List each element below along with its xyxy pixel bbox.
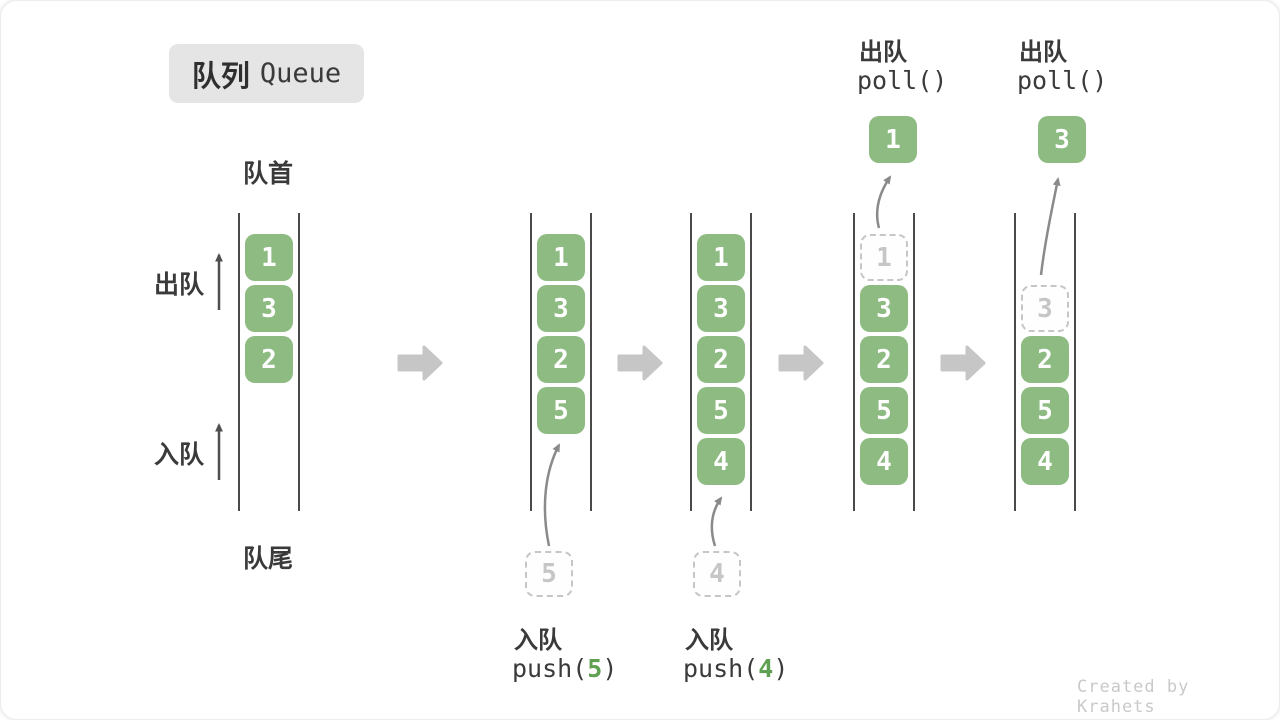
queue-slot: 3 [537,285,585,332]
enqueue-caption-5: 入队 [514,627,562,654]
queue-slot: 2 [860,336,908,383]
step-arrow-icon [617,345,663,381]
step-arrow-icon [397,345,443,381]
code-arg: 5 [587,654,603,683]
polled-box-1: 1 [869,116,917,163]
queue-slot: 2 [537,336,585,383]
code-text: push( [512,654,588,683]
poll-call-label-3: poll() [1017,66,1108,95]
title-english: Queue [259,58,342,89]
code-text: push( [683,654,759,683]
push-5-call-label: push(5) [512,654,617,683]
credit-watermark: Created by Krahets [1077,677,1190,717]
enqueue-caption-4: 入队 [685,627,733,654]
enqueue-side-label: 入队 [154,441,205,469]
title-badge: 队列 Queue [169,44,364,103]
queue-rear-label: 队尾 [243,545,294,573]
queue-slot: 3 [245,285,293,332]
queue-slot: 5 [537,387,585,434]
pending-enqueue-box-4: 4 [693,551,741,597]
dequeue-caption-1: 出队 [859,39,907,66]
queue-slot: 3 [860,285,908,332]
code-text: ) [602,654,618,683]
dequeue-side-label: 出队 [154,271,205,299]
queue-slot: 1 [697,234,745,281]
queue-slot: 3 [697,285,745,332]
poll-call-label-1: poll() [857,66,948,95]
push-4-call-label: push(4) [683,654,788,683]
pending-enqueue-box-5: 5 [525,551,573,597]
queue-front-label: 队首 [243,160,294,188]
queue-slot: 3 [1021,285,1069,332]
queue-slot: 2 [245,336,293,383]
queue-slot: 4 [860,438,908,485]
dequeue-caption-3: 出队 [1019,39,1067,66]
queue-slot: 2 [697,336,745,383]
queue-slot: 1 [860,234,908,281]
title-chinese: 队列 [191,60,250,93]
queue-slot: 4 [697,438,745,485]
queue-slot: 5 [860,387,908,434]
queue-slot: 4 [1021,438,1069,485]
code-text: ) [773,654,789,683]
step-arrow-icon [940,345,986,381]
code-arg: 4 [758,654,774,683]
queue-slot: 2 [1021,336,1069,383]
polled-box-3: 3 [1038,116,1086,163]
queue-slot: 5 [697,387,745,434]
step-arrow-icon [778,345,824,381]
queue-slot: 1 [537,234,585,281]
queue-slot: 1 [245,234,293,281]
queue-slot: 5 [1021,387,1069,434]
